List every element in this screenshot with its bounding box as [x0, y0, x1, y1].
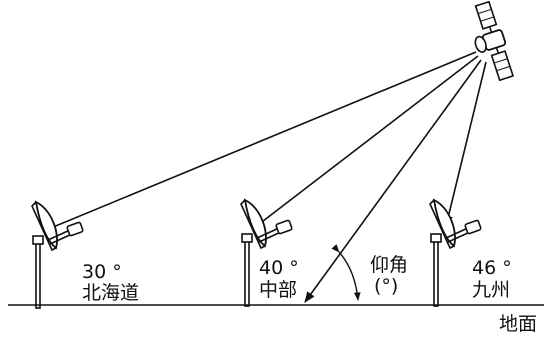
- kyushu-angle: 46 °: [472, 257, 512, 279]
- chubu-region: 中部: [259, 279, 298, 301]
- signal-line-hokkaido: [44, 51, 477, 231]
- hokkaido-angle: 30 °: [82, 261, 122, 283]
- elevation-arc: [331, 244, 361, 301]
- elevation-angle-label: 仰角: [370, 254, 409, 276]
- hokkaido-region: 北海道: [82, 282, 140, 304]
- signal-line-kyushu: [444, 61, 487, 228]
- signal-line-chubu: [253, 55, 479, 229]
- kyushu-region: 九州: [472, 279, 511, 301]
- elevation-angle-unit: (°): [374, 275, 399, 297]
- chubu-angle: 40 °: [259, 257, 299, 279]
- satellite-icon: [474, 0, 515, 82]
- ground-label: 地面: [499, 313, 538, 335]
